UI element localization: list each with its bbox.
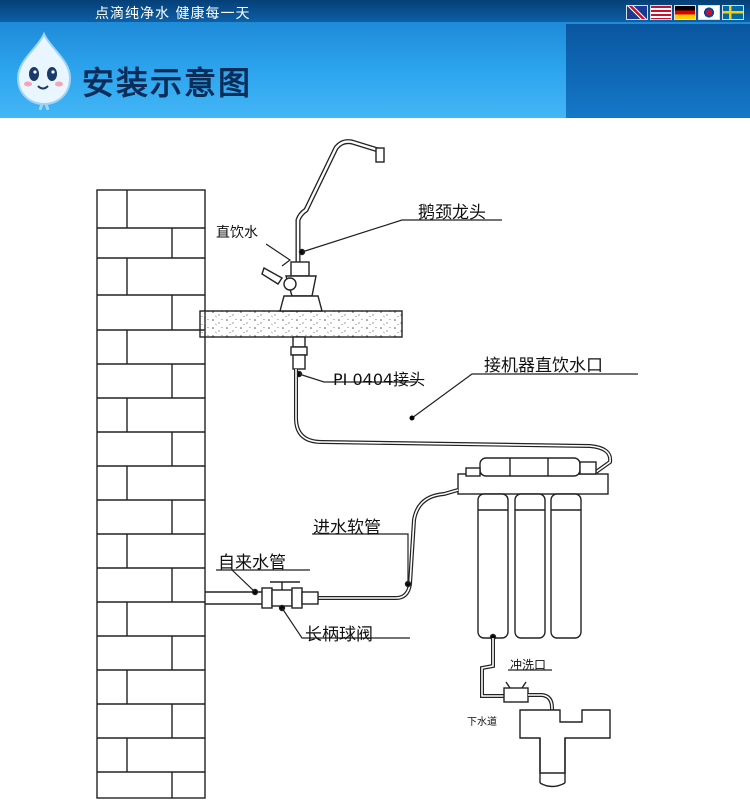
pi-connector-icon (290, 336, 308, 378)
label-gooseneck-faucet: 鹅颈龙头 (418, 203, 486, 223)
leader-lines (216, 219, 638, 671)
header-slogan: 点滴纯净水 健康每一天 (95, 6, 251, 22)
language-flags (626, 5, 746, 24)
drain-icon (519, 709, 611, 788)
label-pi-connector: PI 0404接头 (333, 370, 426, 389)
water-drop-mascot-icon (16, 31, 72, 110)
label-flush-port: 冲洗口 (510, 658, 547, 672)
label-machine-outlet: 接机器直饮水口 (484, 356, 603, 376)
flag-us-icon[interactable] (650, 5, 672, 20)
ball-valve-icon (261, 581, 319, 612)
header-banner: 点滴纯净水 健康每一天 安装示意图 (0, 0, 750, 118)
water-filter-machine (457, 457, 609, 641)
flag-kr-icon[interactable] (698, 5, 720, 20)
header-right-panel (566, 24, 750, 118)
flag-de-icon[interactable] (674, 5, 696, 20)
installation-diagram (96, 139, 638, 799)
page-title: 安装示意图 (82, 64, 253, 102)
flush-port-assembly (480, 638, 554, 734)
label-direct-drink: 直饮水 (216, 225, 258, 241)
tap-water-pipe (205, 588, 262, 605)
label-ball-valve: 长柄球阀 (305, 625, 373, 645)
gooseneck-faucet-icon (261, 139, 385, 312)
header-top-strip (0, 0, 750, 22)
countertop (199, 310, 403, 338)
inlet-hose (318, 488, 459, 600)
label-inlet-hose: 进水软管 (313, 518, 381, 538)
label-tap-pipe: 自来水管 (218, 553, 286, 573)
flag-uk-icon[interactable] (626, 5, 648, 20)
brick-wall (96, 189, 206, 799)
flag-se-icon[interactable] (722, 5, 744, 20)
label-drain: 下水道 (467, 717, 497, 728)
